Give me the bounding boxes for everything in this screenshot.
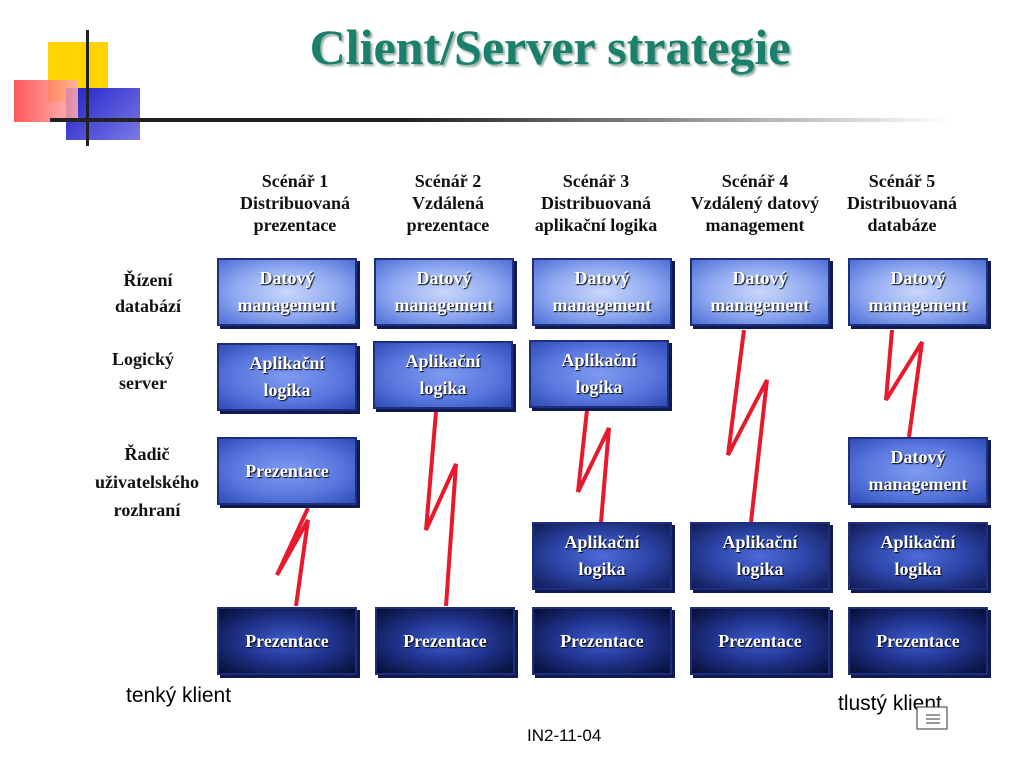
s3-prezentace-client-box: Prezentace: [532, 607, 672, 675]
s4-prezentace-client-box: Prezentace: [690, 607, 830, 675]
bolt-scenario-3: [576, 409, 611, 523]
thin-client-label: tenký klient: [126, 684, 232, 707]
bolt-scenario-2: [424, 411, 458, 607]
thick-client-label: tlustý klient: [838, 692, 942, 715]
bolt-scenario-5: [884, 329, 924, 438]
page-title: Client/Server strategie: [309, 19, 791, 75]
title-divider: [50, 118, 950, 122]
s5-prezentace-client-box: Prezentace: [848, 607, 988, 675]
slide-id: IN2-11-04: [527, 726, 602, 745]
s1-prezentace-server-box: Prezentace: [217, 437, 357, 505]
bolt-scenario-1: [275, 507, 310, 607]
notes-icon[interactable]: [916, 706, 948, 730]
s2-prezentace-client-box: Prezentace: [375, 607, 515, 675]
s1-prezentace-client-box: Prezentace: [217, 607, 357, 675]
bolt-scenario-4: [726, 329, 769, 523]
